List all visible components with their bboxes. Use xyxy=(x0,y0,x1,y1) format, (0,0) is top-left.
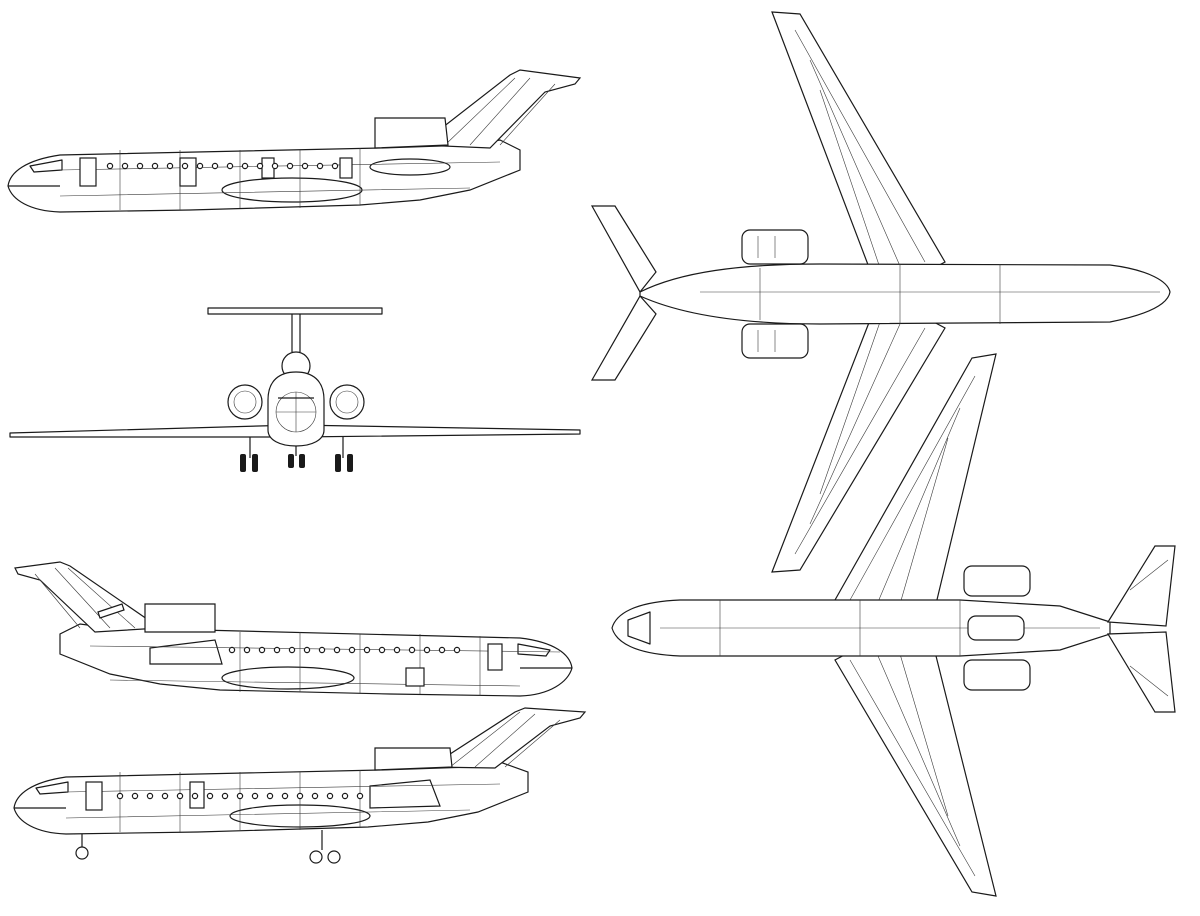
cabin-window xyxy=(146,792,154,800)
cabin-window xyxy=(211,162,219,170)
cabin-window xyxy=(348,646,356,654)
cabin-window xyxy=(116,792,124,800)
cabin-window xyxy=(181,162,189,170)
cabin-window xyxy=(241,162,249,170)
cabin-window xyxy=(221,792,229,800)
side-view-right xyxy=(7,69,582,213)
cabin-window xyxy=(226,162,234,170)
cabin-window xyxy=(331,162,339,170)
cabin-window xyxy=(318,646,326,654)
cabin-window xyxy=(303,646,311,654)
cabin-window xyxy=(131,792,139,800)
cabin-window xyxy=(438,646,446,654)
front-view xyxy=(9,307,581,472)
side-view-gear-down xyxy=(13,707,587,864)
cabin-window xyxy=(236,792,244,800)
cabin-window xyxy=(266,792,274,800)
side-view-left xyxy=(14,561,573,697)
cabin-window xyxy=(251,792,259,800)
cabin-window xyxy=(176,792,184,800)
cabin-window xyxy=(378,646,386,654)
cabin-window xyxy=(136,162,144,170)
cabin-window xyxy=(258,646,266,654)
cabin-window xyxy=(311,792,319,800)
cabin-window xyxy=(408,646,416,654)
cabin-window xyxy=(121,162,129,170)
cabin-window xyxy=(106,162,114,170)
cabin-window xyxy=(191,792,199,800)
cabin-window xyxy=(228,646,236,654)
cabin-window xyxy=(326,792,334,800)
cabin-window xyxy=(206,792,214,800)
cabin-window xyxy=(316,162,324,170)
cabin-window xyxy=(296,792,304,800)
bottom-view xyxy=(590,11,1171,573)
cabin-window xyxy=(356,792,364,800)
cabin-window xyxy=(393,646,401,654)
cabin-window xyxy=(243,646,251,654)
top-view xyxy=(611,353,1176,897)
cabin-window xyxy=(341,792,349,800)
cabin-window xyxy=(166,162,174,170)
cabin-window xyxy=(286,162,294,170)
cabin-window xyxy=(281,792,289,800)
cabin-window xyxy=(151,162,159,170)
cabin-window xyxy=(256,162,264,170)
cabin-window xyxy=(288,646,296,654)
cabin-window xyxy=(363,646,371,654)
cabin-window xyxy=(423,646,431,654)
cabin-window xyxy=(196,162,204,170)
cabin-window xyxy=(273,646,281,654)
cabin-window xyxy=(271,162,279,170)
cabin-window xyxy=(161,792,169,800)
cabin-window xyxy=(333,646,341,654)
cabin-window xyxy=(301,162,309,170)
cabin-window xyxy=(453,646,461,654)
